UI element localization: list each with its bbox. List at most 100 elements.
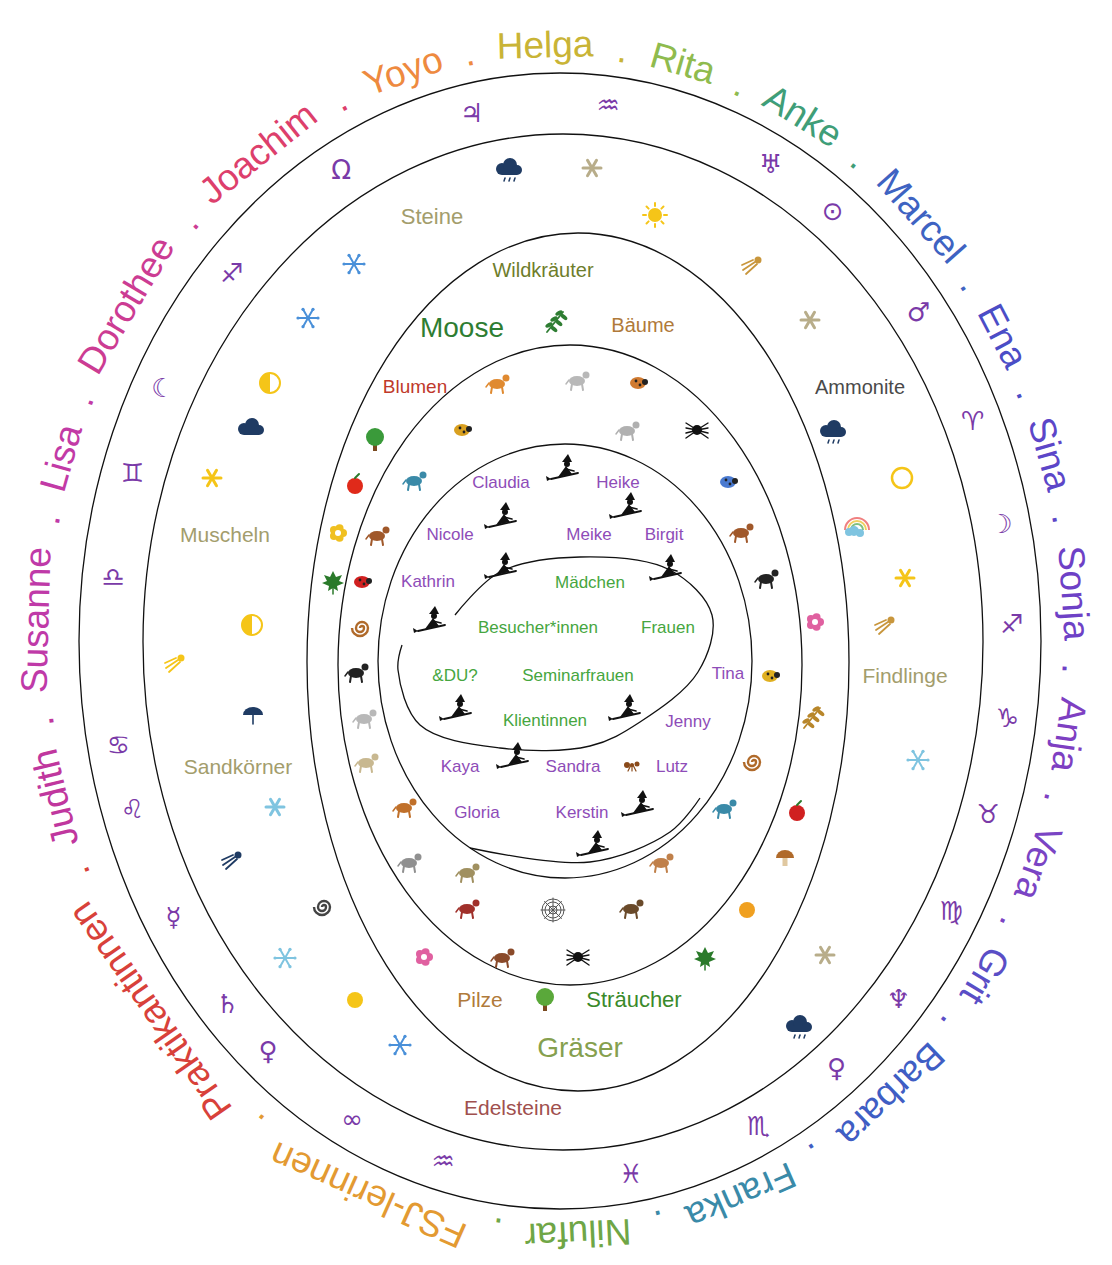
astro-symbol: ☽	[990, 510, 1013, 539]
comet-icon	[742, 257, 762, 275]
stone-label: Edelsteine	[464, 1096, 562, 1120]
star-icon	[266, 799, 284, 815]
witch-icon	[413, 606, 445, 633]
star-icon	[816, 947, 834, 963]
ring-name: Vera	[1008, 821, 1068, 905]
person-name: Nicole	[426, 525, 473, 545]
spider-icon	[686, 423, 708, 438]
comet-icon	[222, 852, 242, 870]
animal-icon	[398, 854, 422, 873]
astro-symbol: ☾	[151, 374, 174, 403]
group-label: &DU?	[432, 666, 477, 686]
astro-symbol: ♐	[1000, 610, 1023, 639]
sprig-icon	[802, 705, 826, 729]
plant-label: Bäume	[611, 314, 674, 337]
ring-name: .	[1057, 663, 1094, 675]
ring-name: Judith	[25, 746, 84, 851]
animal-icon	[456, 900, 480, 919]
plant-ring: WildkräuterMooseBäumeBlumenPilzeSträuche…	[306, 232, 850, 1092]
spiral-line	[470, 798, 700, 863]
tree-icon	[536, 988, 554, 1011]
bug-icon	[630, 377, 648, 389]
stone-ring: SteineAmmoniteMuschelnFindlingeSandkörne…	[142, 133, 984, 1151]
group-label: Klientinnen	[503, 711, 587, 731]
star-icon	[801, 312, 819, 328]
plant-label: Blumen	[383, 376, 447, 398]
witch-ellipse: ClaudiaHeikeNicoleMeikeBirgitKathrinTina…	[377, 443, 753, 879]
animal-icon	[403, 472, 427, 491]
animal-icon	[366, 527, 390, 546]
person-name: Lutz	[656, 757, 688, 777]
ring-name: Sina	[1022, 414, 1078, 495]
ring-name: .	[170, 204, 205, 236]
astro-symbol: ♈	[961, 406, 984, 435]
astro-symbol: ♐	[220, 258, 243, 287]
flower-icon	[416, 948, 433, 966]
astro-symbol: ∞	[341, 1104, 363, 1133]
witch-icon	[576, 830, 608, 857]
moon-icon	[869, 848, 879, 868]
stone-label: Ammonite	[815, 376, 905, 399]
witch-icon	[496, 742, 528, 769]
witch-icon	[439, 694, 471, 721]
ring-name: .	[460, 34, 477, 72]
comet-icon	[165, 655, 185, 673]
bug-icon	[762, 670, 780, 682]
star-icon	[203, 470, 221, 486]
animal-icon	[566, 372, 590, 391]
witch-icon	[621, 790, 653, 817]
ring-name: .	[22, 715, 60, 730]
comet-icon	[875, 617, 895, 635]
web-icon	[541, 898, 565, 922]
apple-icon	[347, 474, 363, 494]
ring-name: Ena	[972, 299, 1035, 374]
animal-ring	[338, 345, 802, 985]
ring-name: .	[327, 80, 353, 118]
bug-icon	[720, 476, 738, 488]
stone-label: Muscheln	[180, 523, 270, 547]
plant-label: Pilze	[457, 988, 503, 1012]
group-label: Besucher*innen	[478, 618, 598, 638]
half-icon	[260, 373, 280, 393]
astro-symbol: ♒	[431, 1147, 454, 1176]
sun-icon	[643, 203, 667, 227]
snow-icon	[342, 254, 365, 275]
ring-name: .	[1046, 510, 1084, 527]
ring-name: .	[728, 65, 752, 103]
witch-icon	[484, 552, 516, 579]
ring-name: Rita	[646, 36, 719, 90]
ring-name: Lisa	[34, 420, 88, 495]
ring-name: .	[803, 1136, 832, 1173]
person-name: Jenny	[665, 712, 710, 732]
flower-icon	[330, 524, 347, 542]
cloudrain-icon	[496, 158, 522, 181]
witch-icon	[546, 454, 578, 481]
ring-name: Susanne	[16, 547, 57, 694]
astro-symbol: ♆	[887, 984, 910, 1013]
mush-icon	[776, 850, 794, 866]
person-name: Heike	[596, 473, 639, 493]
witch-icon	[484, 502, 516, 529]
astro-symbol: ♓	[619, 1159, 642, 1188]
snow-icon	[906, 750, 929, 771]
stone-label: Sandkörner	[184, 755, 293, 779]
animal-icon	[345, 664, 369, 683]
outline	[306, 232, 850, 1092]
group-label: Frauen	[641, 618, 695, 638]
ring-outline	[143, 134, 983, 1150]
animal-icon	[620, 900, 644, 919]
person-name: Tina	[712, 664, 744, 684]
ring-name: .	[845, 140, 876, 175]
leaf-icon	[322, 571, 344, 594]
bug-icon	[454, 424, 472, 436]
dot-icon	[739, 902, 755, 918]
ring-name: Sonja	[1053, 545, 1096, 642]
tree-icon	[366, 428, 384, 451]
person-name: Meike	[566, 525, 611, 545]
ring-name: Nilufar	[524, 1213, 633, 1255]
star-icon	[896, 570, 914, 586]
person-name: Kaya	[441, 757, 480, 777]
ring-name: Praktikantinnen	[62, 896, 238, 1126]
animal-icon	[355, 754, 379, 773]
